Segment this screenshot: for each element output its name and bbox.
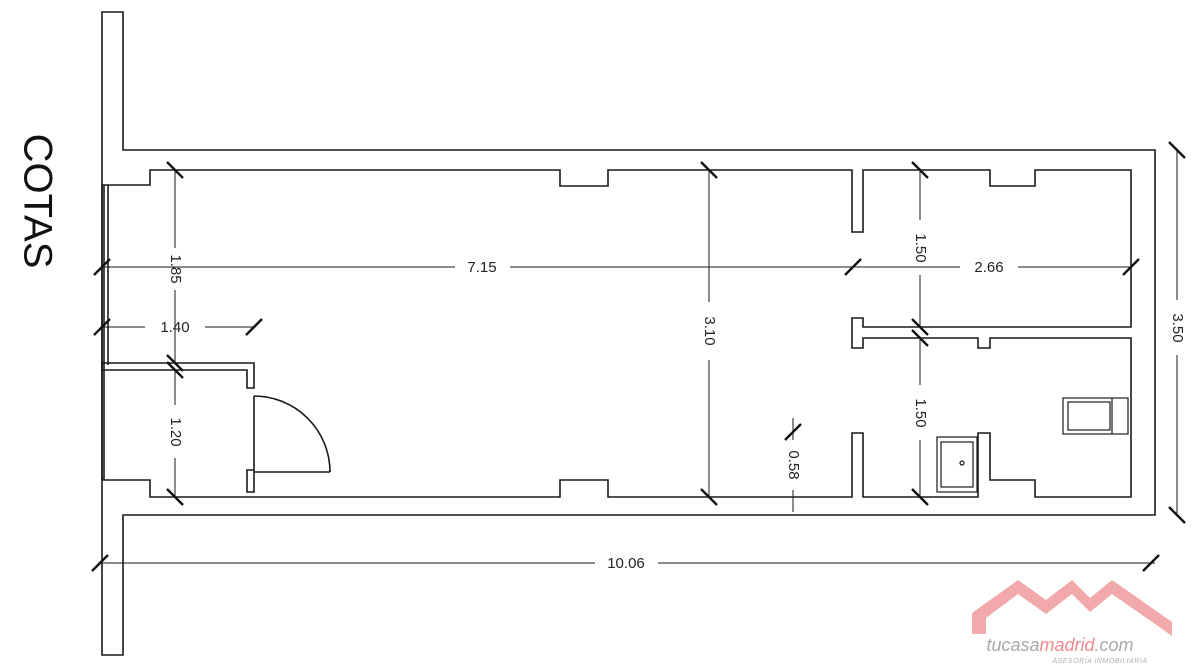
dim-label-10-06: 10.06 — [607, 555, 645, 572]
tick-mark — [93, 258, 111, 276]
bathtub-icon — [1062, 397, 1129, 435]
dimension-lines — [102, 150, 1178, 564]
tick-mark — [166, 354, 184, 372]
tick-mark — [784, 423, 802, 441]
dim-label-1-20: 1.20 — [167, 417, 184, 446]
dim-label-1-50-bottom: 1.50 — [912, 398, 929, 427]
logo-brand-part3: .com — [1095, 635, 1134, 655]
tick-mark — [166, 361, 184, 379]
left-wall — [101, 11, 1156, 656]
dimension-ticks — [91, 141, 1186, 572]
dim-label-3-10: 3.10 — [701, 316, 718, 345]
tick-mark — [93, 318, 111, 336]
logo-brand-part1: tucasa — [986, 635, 1039, 655]
tick-mark — [911, 488, 929, 506]
logo-brand-text: tucasamadrid.com — [986, 635, 1133, 655]
door-partition — [101, 362, 255, 389]
tick-mark — [166, 161, 184, 179]
logo-tagline: ASESORÍA INMOBILIARIA — [1051, 656, 1147, 665]
watermark-logo: tucasamadrid.com ASESORÍA INMOBILIARIA — [972, 580, 1172, 665]
plan-title: COTAS — [15, 134, 59, 269]
tick-mark — [911, 318, 929, 336]
tick-mark — [700, 161, 718, 179]
sink-icon — [936, 436, 978, 493]
dim-label-2-66: 2.66 — [974, 259, 1003, 276]
tick-mark — [245, 318, 263, 336]
tick-mark — [844, 258, 862, 276]
door-jamb — [246, 469, 255, 493]
dim-label-0-58: 0.58 — [785, 450, 802, 479]
fixtures — [936, 397, 1129, 493]
dim-label-1-85: 1.85 — [167, 254, 184, 283]
dim-label-1-50-top: 1.50 — [912, 233, 929, 262]
logo-roof-icon — [972, 580, 1172, 636]
tick-mark — [1168, 506, 1186, 524]
tick-mark — [911, 161, 929, 179]
dim-label-1-40: 1.40 — [160, 319, 189, 336]
tick-mark — [1168, 141, 1186, 159]
dimension-labels: 7.15 2.66 1.40 10.06 1.85 1.20 3.10 1.50… — [160, 233, 1186, 572]
tick-mark — [911, 329, 929, 347]
walls — [101, 11, 1156, 656]
tick-mark — [91, 554, 109, 572]
tick-mark — [166, 488, 184, 506]
tick-mark — [1122, 258, 1140, 276]
tick-mark — [1142, 554, 1160, 572]
dim-label-3-50: 3.50 — [1169, 313, 1186, 342]
dim-label-7-15: 7.15 — [467, 259, 496, 276]
logo-brand-part2: madrid — [1040, 635, 1096, 655]
door-swing — [253, 395, 331, 473]
tick-mark — [700, 488, 718, 506]
